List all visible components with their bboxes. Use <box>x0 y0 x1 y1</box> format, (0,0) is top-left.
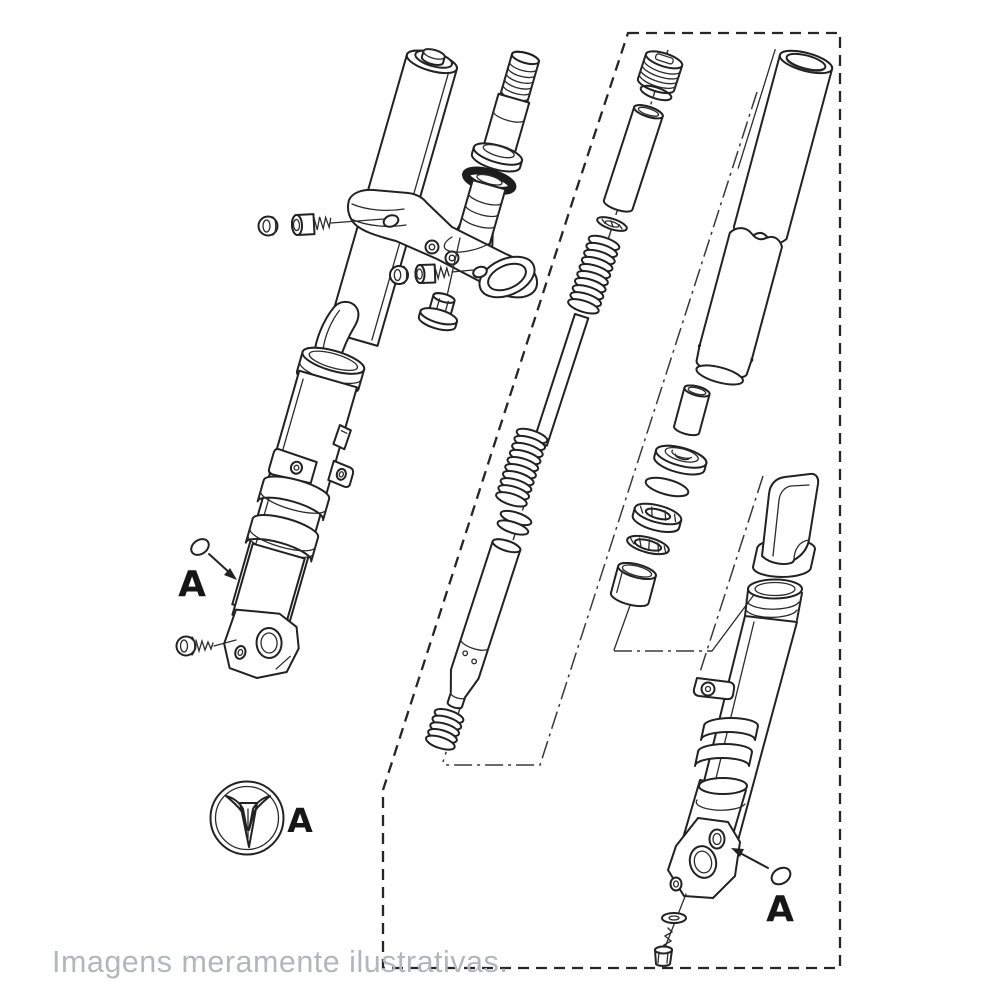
dashed-detail-border <box>381 31 842 970</box>
fork-spring-lower <box>495 427 549 508</box>
fork-spring-upper <box>567 234 621 315</box>
damper-rod-body <box>446 538 522 710</box>
tube-guard <box>313 300 360 362</box>
callout-label-badge: A <box>287 801 313 840</box>
fork-cap-bolt <box>636 50 684 95</box>
slide-metal-bushing <box>609 561 657 608</box>
clamp-socket-bolt-1 <box>290 213 332 236</box>
damper-bolt-right <box>654 927 674 967</box>
outer-tube-left <box>223 300 366 679</box>
spring-seat-washer <box>596 216 628 232</box>
leader-line-bolt-2 <box>451 269 474 273</box>
clamp-cap-nut-2 <box>389 265 409 285</box>
inner-tube-right-lower <box>695 227 784 386</box>
clamp-cap-nut-1 <box>257 215 279 237</box>
inner-tube-right-column <box>609 48 834 608</box>
callout-label-left: A <box>178 564 206 605</box>
spacer-tube <box>602 104 664 213</box>
damper-parts-column <box>424 50 684 751</box>
oil-lock-sleeve <box>673 384 711 437</box>
callout-arrow <box>208 553 232 575</box>
leader-line-stem-nut <box>446 237 461 297</box>
axle-clamp-right <box>667 777 748 899</box>
steering-stem <box>450 50 540 252</box>
leader-line-bolt-1 <box>330 218 385 224</box>
badge-inner-ring <box>214 785 280 851</box>
clamp-bolt-hole-left <box>382 214 400 228</box>
callout-a-right: A <box>731 848 794 930</box>
o-ring-icon <box>190 538 210 556</box>
yamaha-mt-emblem-icon <box>225 795 271 848</box>
seal-spacer-seat <box>653 444 708 476</box>
inner-tube-right-upper <box>732 48 834 245</box>
callout-a-left: A <box>178 538 237 605</box>
callout-arrow <box>739 852 769 869</box>
axle-pinch-bolt-left <box>175 635 237 657</box>
footer-disclaimer: Imagens meramente ilustrativas. <box>52 945 508 979</box>
oil-seal <box>631 502 683 533</box>
rebound-spring <box>424 708 465 751</box>
clamp-socket-bolt-2 <box>414 263 450 284</box>
callout-label-right: A <box>766 889 794 930</box>
steering-stem-nut <box>417 292 459 332</box>
o-ring-icon <box>770 866 792 886</box>
yamaha-mt-badge: A <box>209 780 313 856</box>
cap-o-ring <box>639 84 673 102</box>
lower-triple-clamp <box>347 188 539 299</box>
spring-collar-washers <box>496 509 533 536</box>
fork-leg-assembly-left <box>175 48 540 679</box>
outer-tube-assembly-right <box>654 472 820 967</box>
pinch-bolt-hole <box>708 828 726 850</box>
axle-washer-right <box>661 912 687 924</box>
damper-push-rod <box>532 312 590 447</box>
reflector-bracket <box>692 677 736 701</box>
seal-washer <box>626 534 670 556</box>
retaining-ring <box>644 476 690 498</box>
badge-outer-ring <box>209 780 285 856</box>
clamp-bolt-hole-right <box>472 265 488 279</box>
